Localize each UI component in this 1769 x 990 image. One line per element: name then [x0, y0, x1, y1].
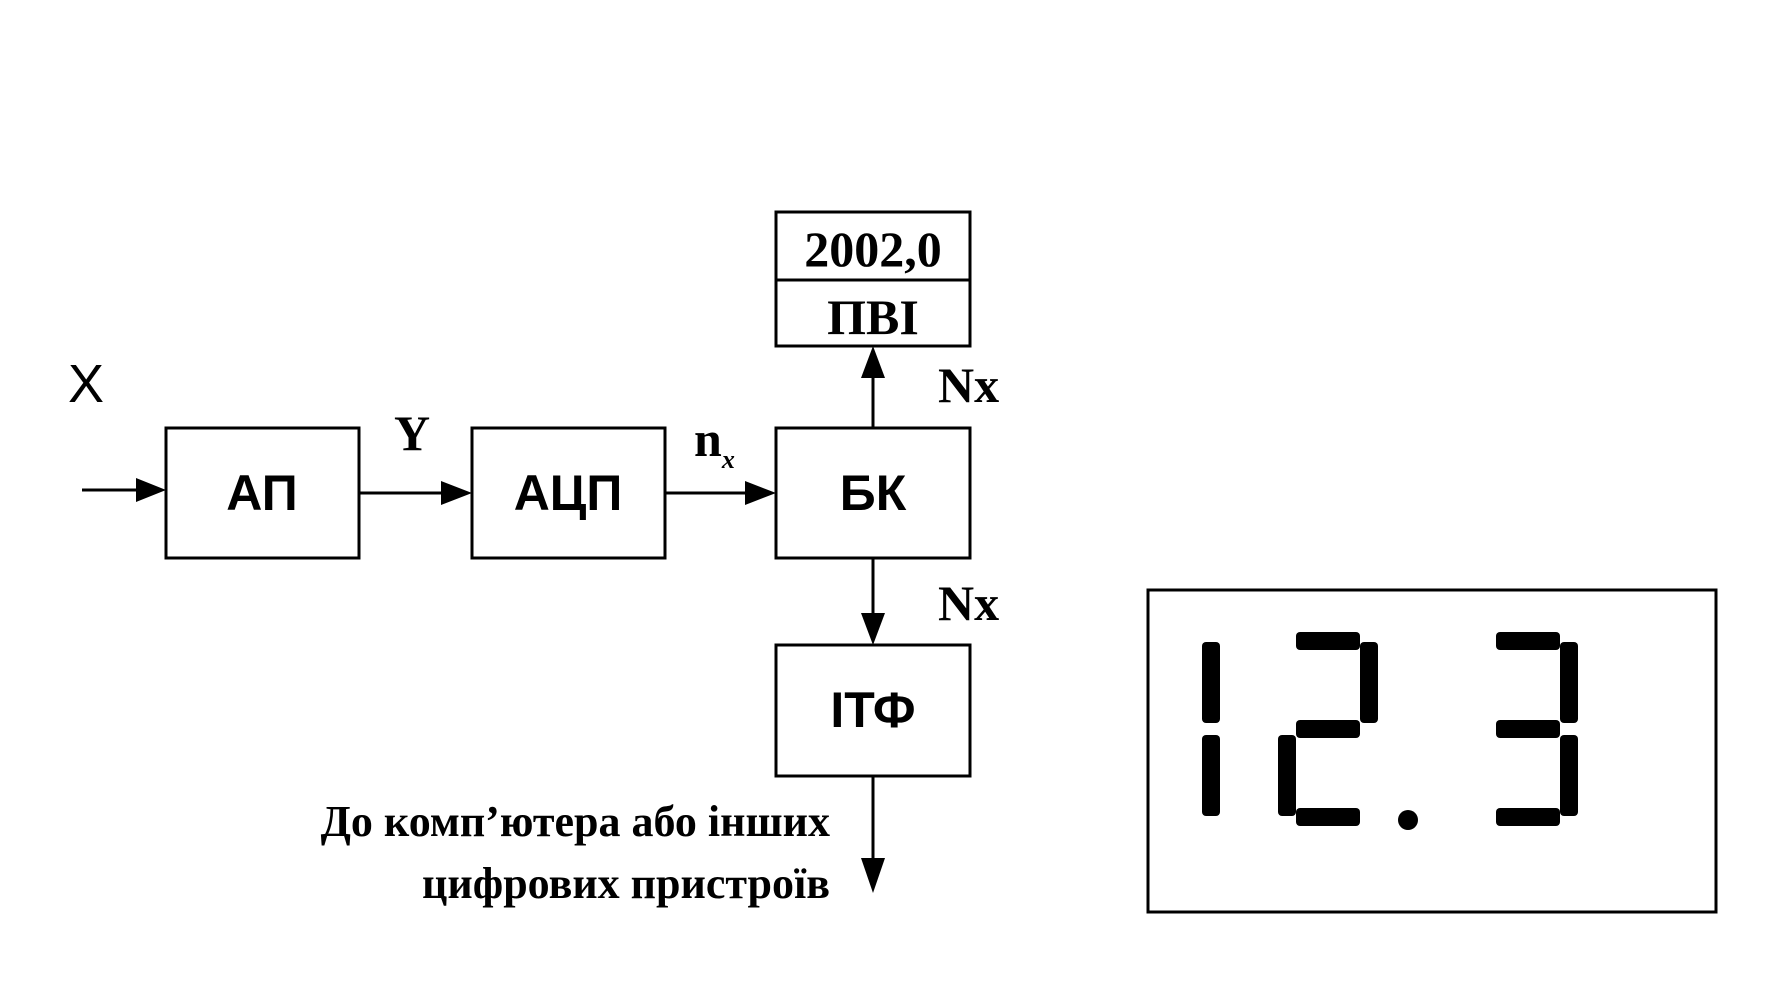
bk-block [774, 426, 972, 560]
signal-n-label: nx [694, 411, 735, 474]
seven-segment-digits [1202, 632, 1578, 830]
adc-label: АЦП [514, 465, 623, 521]
segment-digit-0-b [1202, 642, 1220, 723]
segment-digit-2-c [1560, 735, 1578, 816]
segment-digit-2-b [1560, 642, 1578, 723]
segment-digit-1-g [1296, 720, 1360, 738]
signal-y-label: Y [394, 405, 430, 461]
itf-block [774, 643, 972, 778]
signal-nx-up-label: Nx [938, 357, 999, 413]
segment-digit-1-e [1278, 735, 1296, 816]
input-label: X [68, 354, 104, 414]
nx-arrowhead [745, 481, 776, 505]
segment-digit-1-d [1296, 808, 1360, 826]
input-arrowhead [136, 478, 166, 502]
segment-digit-1-a [1296, 632, 1360, 650]
ap-label: АП [226, 465, 297, 521]
segment-digit-2-g [1496, 720, 1560, 738]
nx-up-arrowhead [861, 346, 885, 378]
output-arrowhead [861, 858, 885, 893]
nx-down-arrowhead [861, 613, 885, 645]
segment-decimal-point [1398, 810, 1418, 830]
itf-label: ІТФ [830, 682, 915, 738]
signal-n-subscript: x [721, 445, 735, 474]
segment-digit-2-d [1496, 808, 1560, 826]
caption-line-2: цифрових пристроїв [422, 859, 830, 908]
pvi-label: ПВІ [827, 289, 919, 345]
seven-segment-display-frame [1146, 588, 1718, 914]
signal-n-main: n [694, 411, 722, 467]
segment-digit-2-a [1496, 632, 1560, 650]
pvi-display-value: 2002,0 [804, 221, 942, 277]
bk-label: БК [840, 465, 907, 521]
segment-digit-0-c [1202, 735, 1220, 816]
adc-block [470, 426, 667, 560]
signal-nx-down-label: Nx [938, 575, 999, 631]
segment-digit-1-b [1360, 642, 1378, 723]
caption-line-1: До комп’ютера або інших [321, 797, 830, 846]
y-arrowhead [441, 481, 472, 505]
